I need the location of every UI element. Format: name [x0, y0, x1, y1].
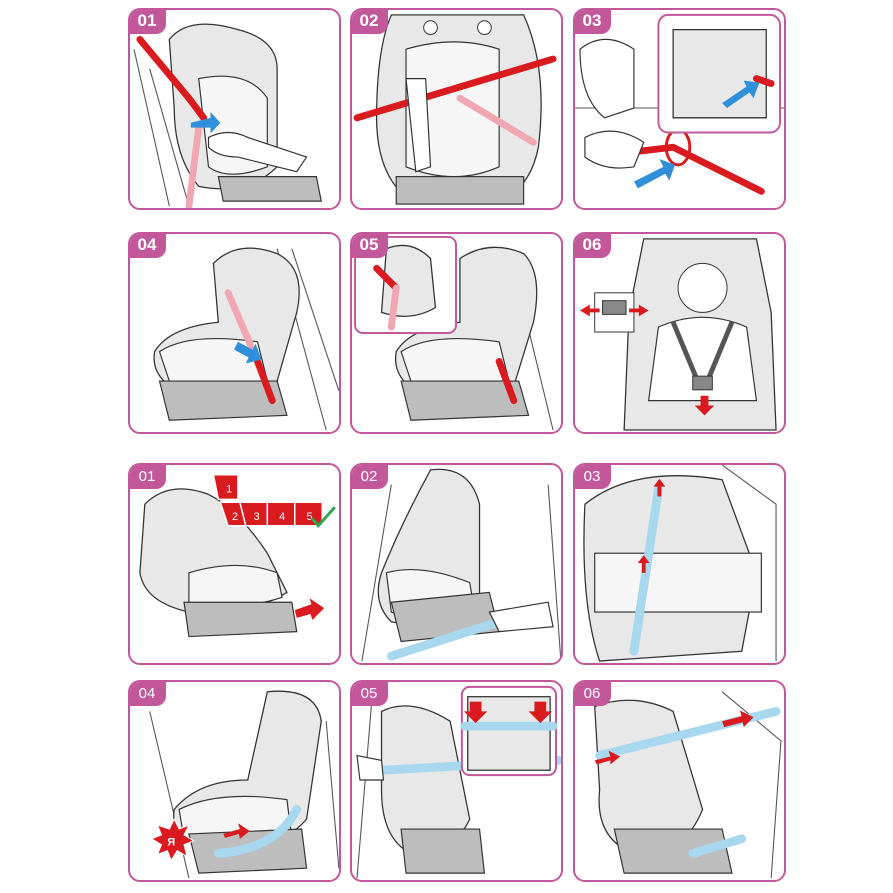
child-harness-illustration: [580, 238, 777, 431]
belt-tension-illustration: [356, 685, 561, 879]
step-badge: 01: [130, 465, 166, 489]
harness-tighten-illustration: [153, 247, 339, 431]
recline-position-label: 3: [254, 511, 260, 523]
instruction-panel-a05: 05: [350, 232, 563, 434]
step-badge: 05: [352, 682, 388, 706]
step-badge: 04: [130, 234, 166, 258]
arrow-icon: [653, 478, 666, 497]
recline-adjust-illustration: 1 2 3 4 5: [139, 474, 336, 638]
recline-position-label: 1: [226, 483, 232, 495]
warning-burst-icon: [150, 818, 195, 862]
recline-position-label: 5: [307, 511, 313, 523]
arrow-icon: [722, 710, 754, 728]
step-badge: 02: [352, 10, 388, 34]
instruction-panel-b04: Я 04: [128, 680, 341, 882]
step-badge: 04: [130, 682, 166, 706]
instruction-panel-b01: 1 2 3 4 5 01: [128, 463, 341, 665]
arrow-icon: [633, 158, 676, 189]
step-badge: 06: [575, 234, 611, 258]
harness-check-illustration: [354, 235, 554, 431]
arrow-icon: [594, 750, 621, 765]
step-badge: 02: [352, 465, 388, 489]
arrow-icon: [528, 701, 553, 724]
check-icon: [310, 506, 336, 529]
arrow-icon: [694, 395, 715, 416]
instruction-panel-a06: 06: [573, 232, 786, 434]
instruction-panel-b03: 03: [573, 463, 786, 665]
instruction-panel-b02: 02: [350, 463, 563, 665]
step-badge: 06: [575, 682, 611, 706]
recline-position-scale: 1 2 3 4 5: [212, 474, 336, 529]
arrow-icon: [223, 823, 250, 839]
lap-belt-routing-illustration: Я: [149, 690, 339, 879]
step-badge: 01: [130, 10, 166, 34]
base-belt-illustration: [361, 468, 561, 662]
recline-position-label: 4: [279, 511, 285, 523]
recline-position-label: 2: [232, 511, 238, 523]
arrow-icon: [722, 80, 760, 109]
step-badge: 05: [352, 234, 388, 258]
instruction-panel-a03: 03: [573, 8, 786, 210]
arrow-icon: [234, 341, 262, 364]
seat-belt-routing-illustration: [133, 23, 322, 208]
belt-guide-illustration: [583, 465, 777, 662]
warning-glyph: Я: [167, 837, 175, 849]
step-badge: 03: [575, 10, 611, 34]
seat-back-belt-illustration: [353, 14, 557, 205]
arrow-icon: [629, 304, 649, 317]
arrow-icon: [580, 304, 600, 317]
instruction-panel-a02: 02: [350, 8, 563, 210]
arrow-icon: [294, 598, 325, 620]
instruction-panel-b06: 06: [573, 680, 786, 882]
instruction-panel-a04: 04: [128, 232, 341, 434]
arrow-icon: [190, 111, 221, 134]
shoulder-belt-illustration: [594, 691, 782, 879]
arrow-icon: [637, 555, 650, 573]
step-badge: 03: [575, 465, 611, 489]
instruction-panel-a01: 01: [128, 8, 341, 210]
buckle-threading-illustration: [575, 13, 784, 195]
instruction-panel-b05: 05: [350, 680, 563, 882]
